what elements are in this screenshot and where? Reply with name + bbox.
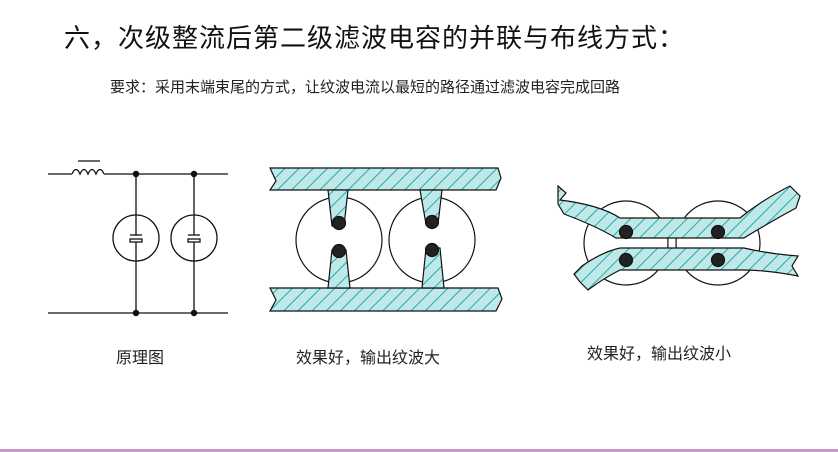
cap1-node-top bbox=[132, 170, 140, 178]
cap1-plate-bottom bbox=[129, 238, 143, 243]
cap2-node-top bbox=[190, 170, 198, 178]
good-layout-diagram bbox=[268, 167, 503, 312]
slide-bottom-accent-line bbox=[0, 449, 838, 452]
layout3-pin-left-bottom bbox=[618, 252, 634, 268]
layout2-pin-right-top bbox=[424, 214, 440, 230]
layout3-pin-left-top bbox=[618, 224, 634, 240]
slide-title: 六，次级整流后第二级滤波电容的并联与布线方式： bbox=[64, 24, 686, 54]
layout2-pin-left-top bbox=[331, 215, 347, 231]
layout2-top-trace bbox=[268, 167, 502, 191]
layout2-pin-right-bottom bbox=[424, 242, 440, 258]
cap2-node-bottom bbox=[190, 309, 198, 317]
better-layout-diagram bbox=[557, 184, 801, 291]
schematic-caption: 原理图 bbox=[116, 348, 165, 367]
layout2-bottom-trace bbox=[268, 287, 503, 312]
layout3-pin-right-bottom bbox=[710, 252, 726, 268]
schematic-diagram bbox=[48, 160, 228, 317]
inductor-symbol bbox=[71, 168, 105, 176]
cap2-plate-bottom bbox=[187, 238, 201, 243]
requirement-text: 要求：采用末端束尾的方式，让纹波电流以最短的路径通过滤波电容完成回路 bbox=[110, 78, 621, 96]
good-layout-caption: 效果好，输出纹波大 bbox=[296, 348, 441, 367]
layout2-pin-left-bottom bbox=[331, 243, 347, 259]
better-layout-caption: 效果好，输出纹波小 bbox=[587, 344, 732, 363]
cap1-node-bottom bbox=[132, 309, 140, 317]
layout3-lower-trace bbox=[573, 247, 800, 291]
layout3-upper-trace bbox=[557, 184, 801, 239]
layout3-pin-right-top bbox=[710, 224, 726, 240]
